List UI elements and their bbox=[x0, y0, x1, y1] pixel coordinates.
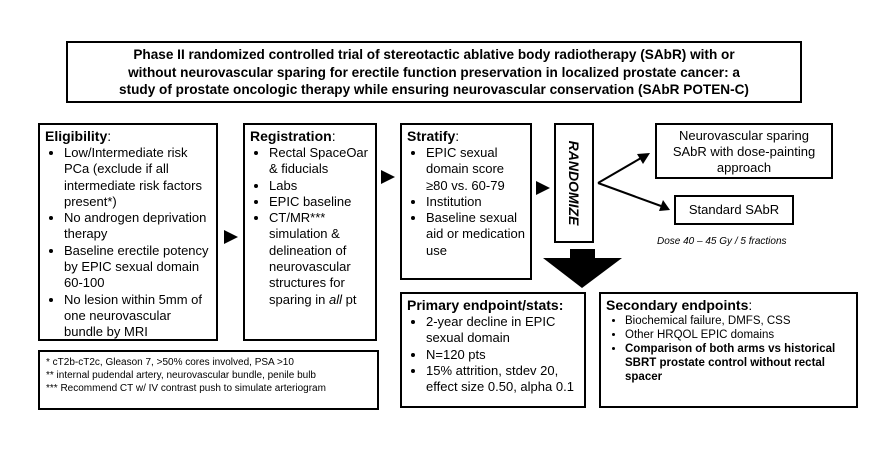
title-line-3: study of prostate oncologic therapy whil… bbox=[119, 82, 749, 97]
stratify-box: Stratify: EPIC sexual domain score ≥80 v… bbox=[400, 123, 532, 280]
eligibility-item: No lesion within 5mm of one neurovascula… bbox=[64, 292, 211, 341]
arrow-down-to-endpoints bbox=[543, 249, 622, 288]
standard-sabr-arm: Standard SAbR bbox=[674, 195, 794, 225]
registration-item: Labs bbox=[269, 178, 370, 194]
secondary-endpoint-box: Secondary endpoints: Biochemical failure… bbox=[599, 292, 858, 408]
stratify-item: Institution bbox=[426, 194, 525, 210]
stratify-header: Stratify: bbox=[407, 128, 460, 144]
primary-item: 15% attrition, stdev 20, effect size 0.5… bbox=[426, 363, 579, 396]
title-box: Phase II randomized controlled trial of … bbox=[66, 41, 802, 103]
secondary-header: Secondary endpoints: bbox=[606, 297, 753, 313]
arrow-to-standard-line bbox=[597, 182, 662, 207]
registration-item: EPIC baseline bbox=[269, 194, 370, 210]
footnote: *** Recommend CT w/ IV contrast push to … bbox=[46, 383, 326, 394]
footnote: ** internal pudendal artery, neurovascul… bbox=[46, 370, 316, 381]
arrow-registration-to-stratify bbox=[381, 170, 395, 184]
title-line-1: Phase II randomized controlled trial of … bbox=[133, 47, 735, 62]
randomize-box: RANDOMIZE bbox=[554, 123, 594, 243]
registration-box: Registration: Rectal SpaceOar & fiducial… bbox=[243, 123, 377, 341]
secondary-item: Other HRQOL EPIC domains bbox=[625, 328, 851, 342]
arrow-eligibility-to-registration bbox=[224, 230, 238, 244]
dose-label: Dose 40 – 45 Gy / 5 fractions bbox=[657, 236, 787, 247]
emphasis-all: all bbox=[329, 291, 343, 307]
secondary-list: Biochemical failure, DMFS, CSS Other HRQ… bbox=[606, 314, 851, 384]
stratify-item: Baseline sexual aid or medication use bbox=[426, 210, 525, 259]
eligibility-item: No androgen deprivation therapy bbox=[64, 210, 211, 243]
eligibility-box: Eligibility: Low/Intermediate risk PCa (… bbox=[38, 123, 218, 341]
primary-item: N=120 pts bbox=[426, 347, 579, 363]
arrow-stratify-to-randomize bbox=[536, 181, 550, 195]
eligibility-list: Low/Intermediate risk PCa (exclude if al… bbox=[45, 145, 211, 341]
primary-endpoint-box: Primary endpoint/stats: 2-year decline i… bbox=[400, 292, 586, 408]
arrow-to-neurovascular-line bbox=[597, 157, 642, 184]
primary-item: 2-year decline in EPIC sexual domain bbox=[426, 314, 579, 347]
stratify-item: EPIC sexual domain score ≥80 vs. 60-79 bbox=[426, 145, 525, 194]
primary-header: Primary endpoint/stats: bbox=[407, 297, 564, 313]
eligibility-header: Eligibility: bbox=[45, 128, 112, 144]
stratify-list: EPIC sexual domain score ≥80 vs. 60-79 I… bbox=[407, 145, 525, 259]
secondary-item: Biochemical failure, DMFS, CSS bbox=[625, 314, 851, 328]
registration-header: Registration: bbox=[250, 128, 336, 144]
secondary-item: Comparison of both arms vs historical SB… bbox=[625, 342, 851, 384]
footnotes-box: * cT2b-cT2c, Gleason 7, >50% cores invol… bbox=[38, 350, 379, 410]
eligibility-item: Baseline erectile potency by EPIC sexual… bbox=[64, 243, 211, 292]
registration-list: Rectal SpaceOar & fiducials Labs EPIC ba… bbox=[250, 145, 370, 308]
footnote: * cT2b-cT2c, Gleason 7, >50% cores invol… bbox=[46, 357, 294, 368]
arrow-to-standard-head bbox=[659, 200, 670, 211]
arrow-to-neurovascular-head bbox=[637, 153, 650, 164]
primary-list: 2-year decline in EPIC sexual domain N=1… bbox=[407, 314, 579, 395]
eligibility-item: Low/Intermediate risk PCa (exclude if al… bbox=[64, 145, 211, 210]
neurovascular-sparing-arm: Neurovascular sparing SAbR with dose-pai… bbox=[655, 123, 833, 179]
registration-item: CT/MR*** simulation & delineation of neu… bbox=[269, 210, 370, 308]
title-line-2: without neurovascular sparing for erecti… bbox=[128, 64, 740, 80]
registration-item: Rectal SpaceOar & fiducials bbox=[269, 145, 370, 178]
